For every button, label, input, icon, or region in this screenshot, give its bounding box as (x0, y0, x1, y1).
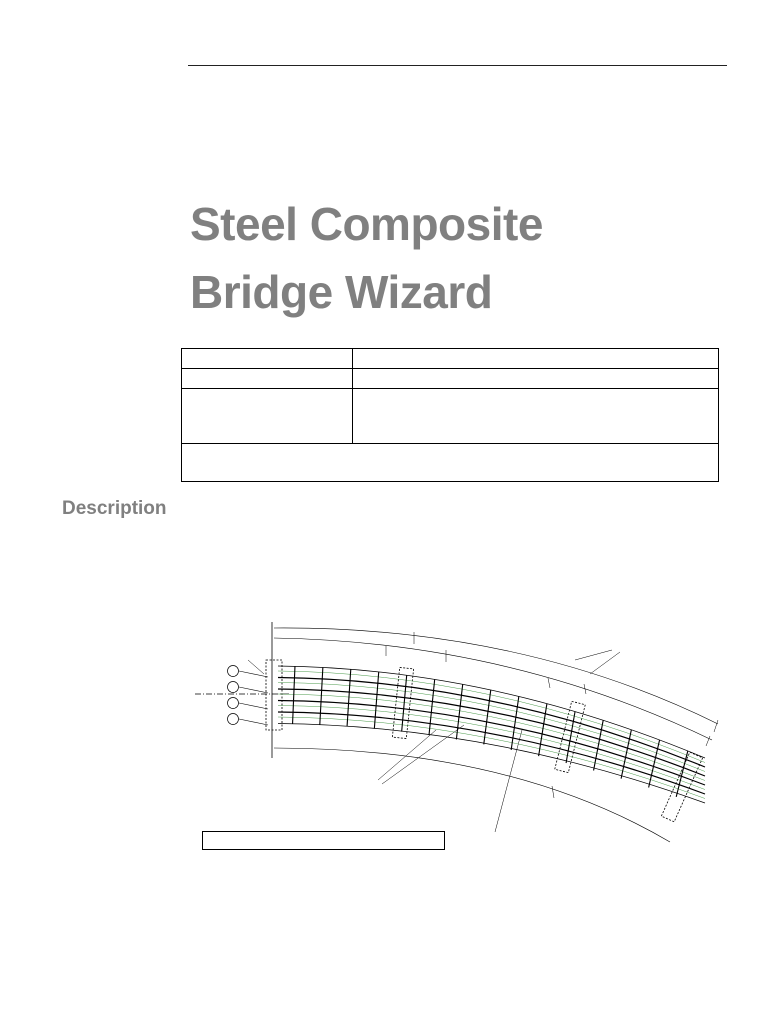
pier-box (391, 667, 415, 739)
title-line-1: Steel Composite (190, 198, 543, 250)
crossframe-line (565, 711, 576, 764)
crossframe-line (620, 729, 632, 779)
crossframe-line (455, 684, 464, 740)
girder-line (277, 676, 706, 768)
table-cell (181, 368, 353, 389)
dimension-arc-outer (273, 627, 719, 725)
girder-label-circle (227, 697, 239, 709)
girder-label-leader (238, 670, 269, 678)
crossframe-line (648, 739, 661, 788)
table-row (181, 348, 719, 369)
girder-line (277, 699, 706, 786)
dimension-arc-top (273, 637, 713, 741)
table-row (181, 388, 719, 444)
crossframe-line (510, 696, 520, 751)
crossframe-line (675, 750, 689, 798)
girder-label-circle (227, 713, 239, 725)
leader-line (377, 729, 437, 781)
pier-box (265, 659, 283, 731)
leader-line (574, 649, 613, 661)
leader-line (247, 659, 265, 675)
dimension-arc-bottom (273, 747, 671, 843)
deck-line (277, 693, 706, 781)
girder-label-leader (238, 686, 269, 694)
girder-label-circle (227, 681, 239, 693)
table-row (181, 443, 719, 482)
table-cell (352, 368, 719, 389)
leader-line (589, 651, 621, 675)
section-heading-description: Description (62, 498, 167, 519)
girder-line (277, 711, 706, 795)
pier-box (554, 700, 586, 774)
document-title: Steel Composite Bridge Wizard (190, 190, 710, 326)
deck-line (277, 716, 706, 799)
crossframe-line (428, 679, 436, 736)
leader-line (494, 729, 523, 833)
header-rule (188, 65, 727, 66)
table-cell (181, 388, 353, 444)
table-row (181, 368, 719, 389)
crossframe-line (373, 671, 380, 729)
girder-line (277, 688, 706, 777)
girder-label-leader (238, 718, 269, 726)
crossframe-line (346, 669, 352, 727)
table-cell (352, 388, 719, 444)
table-cell (181, 348, 353, 369)
figure-caption-box (202, 831, 445, 850)
crossframe-line (593, 720, 604, 771)
table-cell-full (181, 443, 719, 482)
title-line-2: Bridge Wizard (190, 266, 493, 318)
crossframe-line (483, 689, 492, 745)
bridge-plan-drawing (195, 622, 719, 843)
deck-line (277, 705, 706, 790)
girder-label-circle (227, 665, 239, 677)
table-cell (352, 348, 719, 369)
crossframe-line (538, 703, 548, 757)
crossframe-line (319, 667, 324, 725)
info-table (181, 348, 719, 482)
crossframe-line (292, 666, 296, 724)
girder-label-leader (238, 702, 269, 710)
crossframe-line (401, 675, 408, 732)
leader-line (381, 724, 465, 785)
girder-line (277, 723, 706, 804)
deck-line (277, 670, 706, 763)
deck-line (277, 682, 706, 772)
